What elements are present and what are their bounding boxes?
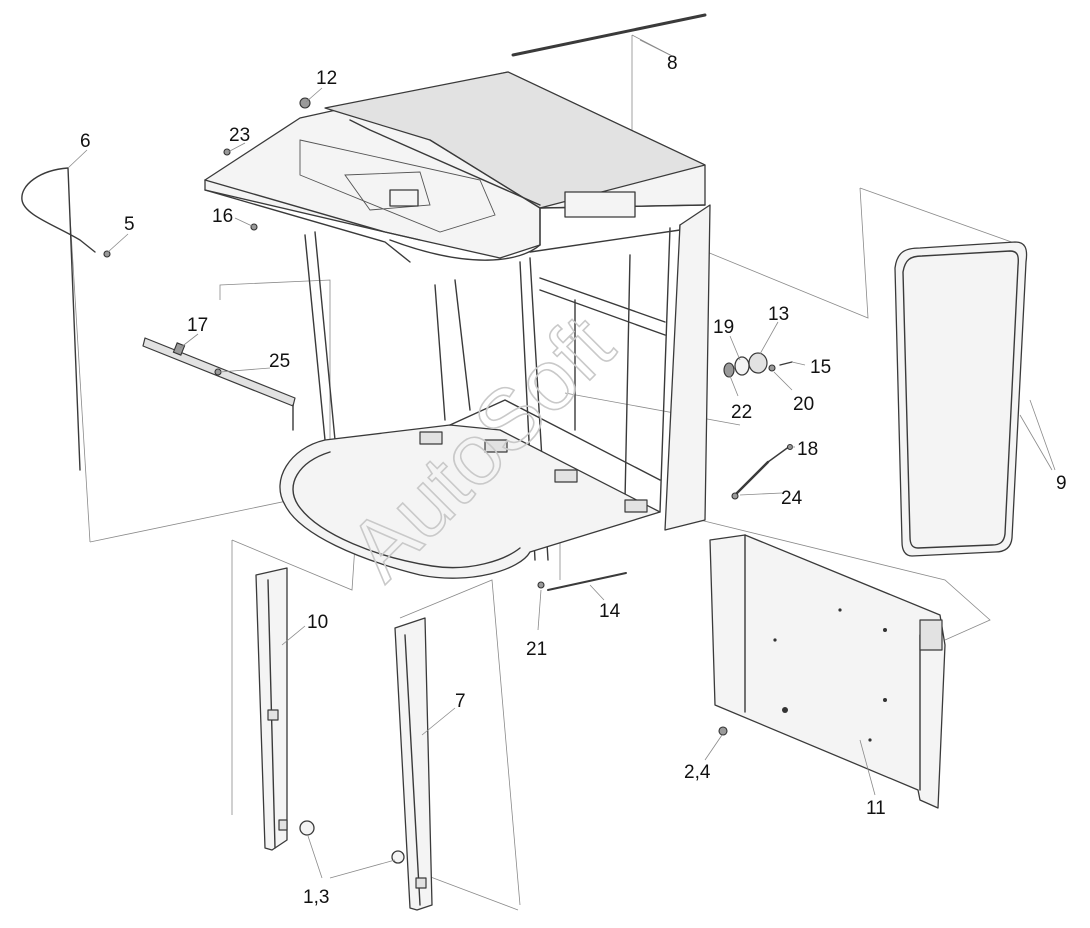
callout-label: 12 (316, 68, 337, 89)
callout-label: 23 (229, 125, 250, 146)
bolt-part-15 (779, 361, 793, 366)
callout-label: 14 (599, 601, 621, 622)
callout-label: 2,4 (684, 762, 711, 783)
callout-labels: 12 23 6 5 16 17 25 8 19 13 15 22 20 18 2… (80, 53, 1067, 908)
screw-part-21 (537, 581, 545, 589)
rod-part-14 (547, 572, 627, 591)
side-bar-part-17 (142, 337, 296, 431)
callout-label: 24 (781, 488, 803, 509)
assembly-leader-lines (69, 34, 1056, 911)
roof-switch-block (389, 189, 419, 207)
callout-label: 9 (1056, 473, 1067, 494)
callout-label: 13 (768, 304, 789, 325)
washer-part-22 (723, 362, 735, 378)
cab-cage-frame (279, 204, 711, 579)
nut-part-13 (748, 352, 768, 374)
seal-strip-part-8 (511, 13, 707, 57)
callout-label: 15 (810, 357, 831, 378)
callout-label: 18 (797, 439, 818, 460)
wire-part-6 (21, 167, 96, 471)
callout-label: 21 (526, 639, 547, 660)
callout-label: 16 (212, 206, 233, 227)
roof-vent-panel (564, 191, 636, 218)
fitting-part-5 (103, 250, 111, 258)
callout-label: 22 (731, 402, 752, 423)
plug-part-1 (299, 820, 315, 836)
callout-label: 6 (80, 131, 91, 152)
callout-label: 7 (455, 691, 466, 712)
pillar-trim-part-10 (255, 567, 315, 851)
roof-assembly (204, 71, 706, 263)
screw-part-16 (250, 223, 258, 231)
callout-label: 25 (269, 351, 290, 372)
pillar-trim-part-7 (391, 617, 433, 911)
callout-label: 8 (667, 53, 678, 74)
gas-strut (731, 443, 794, 500)
washer-stack (723, 352, 793, 378)
screw-part-2 (718, 726, 728, 736)
callout-label: 20 (793, 394, 814, 415)
callout-label: 1,3 (303, 887, 329, 908)
callout-label: 17 (187, 315, 208, 336)
washer-part-19 (734, 356, 750, 376)
rear-panel-part-11 (709, 534, 946, 809)
callout-label: 19 (713, 317, 734, 338)
plug-part-3 (391, 850, 405, 864)
callout-label: 11 (866, 798, 886, 819)
callout-label: 5 (124, 214, 135, 235)
fastener-part-23 (223, 148, 231, 156)
callout-label: 10 (307, 612, 328, 633)
window-glass-part-9 (894, 241, 1028, 557)
callout-leaders (67, 39, 1053, 879)
washer-part-20 (768, 364, 776, 372)
